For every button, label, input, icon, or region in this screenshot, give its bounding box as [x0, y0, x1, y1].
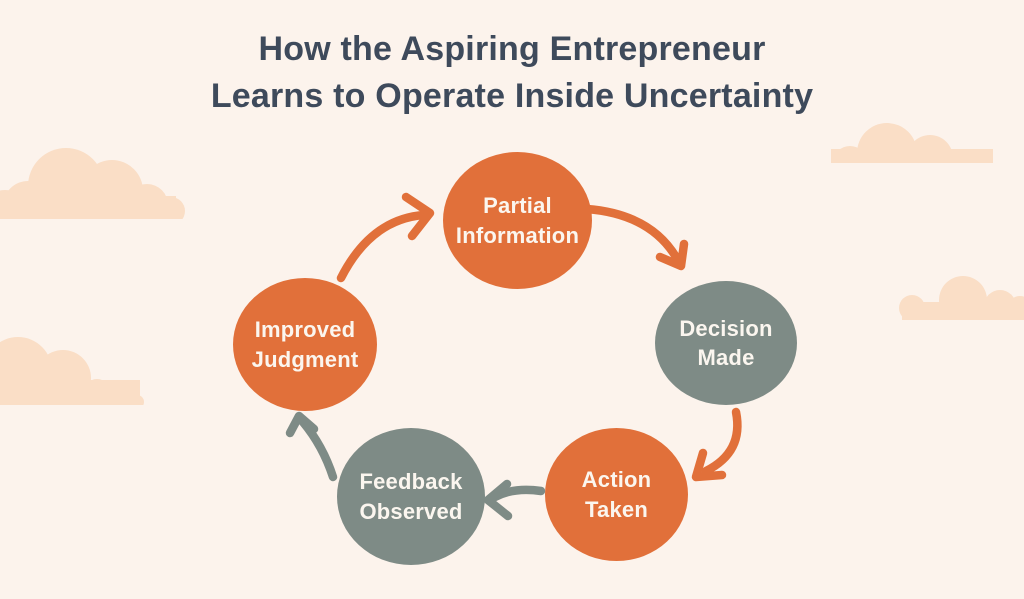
cloud-base: [902, 302, 1024, 320]
title-line-1: How the Aspiring Entrepreneur: [258, 30, 766, 68]
title-line-2: Learns to Operate Inside Uncertainty: [210, 76, 814, 115]
cloud-base: [0, 380, 140, 405]
node-label-line: Judgment: [251, 346, 359, 372]
arrow-improved-judgment-to-partial-information: [336, 192, 435, 283]
node-label-line: Made: [697, 345, 755, 370]
arrow-partial-information-to-decision-made: [582, 204, 689, 271]
node-label-line: Feedback: [359, 469, 463, 495]
node-label-line: Information: [455, 222, 580, 248]
node-label-line: Partial: [483, 193, 552, 219]
arrow-action-taken-to-feedback-observed: [483, 479, 546, 521]
cloud-base: [4, 196, 176, 219]
node-label-line: Observed: [359, 498, 463, 524]
node-label-line: Improved: [254, 317, 356, 343]
cloud-decoration-right-middle: [886, 272, 1024, 320]
cloud-base: [831, 149, 993, 163]
cloud-decoration-top-left: [0, 146, 186, 219]
node-partial-information: Partial Information: [443, 152, 592, 289]
node-decision-made: Decision Made: [655, 281, 797, 405]
arrow-feedback-observed-to-improved-judgment: [285, 411, 338, 482]
node-label-line: Taken: [585, 496, 648, 522]
cloud-decoration-top-right: [823, 121, 999, 163]
page-title: How the Aspiring Entrepreneur Learns to …: [0, 26, 1024, 120]
arrow-decision-made-to-action-taken: [691, 407, 742, 482]
node-improved-judgment: Improved Judgment: [233, 278, 377, 411]
node-label-line: Action: [581, 467, 652, 493]
cloud-decoration-left-middle: [0, 335, 150, 405]
node-label-line: Decision: [679, 315, 773, 341]
node-feedback-observed: Feedback Observed: [337, 428, 485, 565]
node-action-taken: Action Taken: [545, 428, 688, 561]
